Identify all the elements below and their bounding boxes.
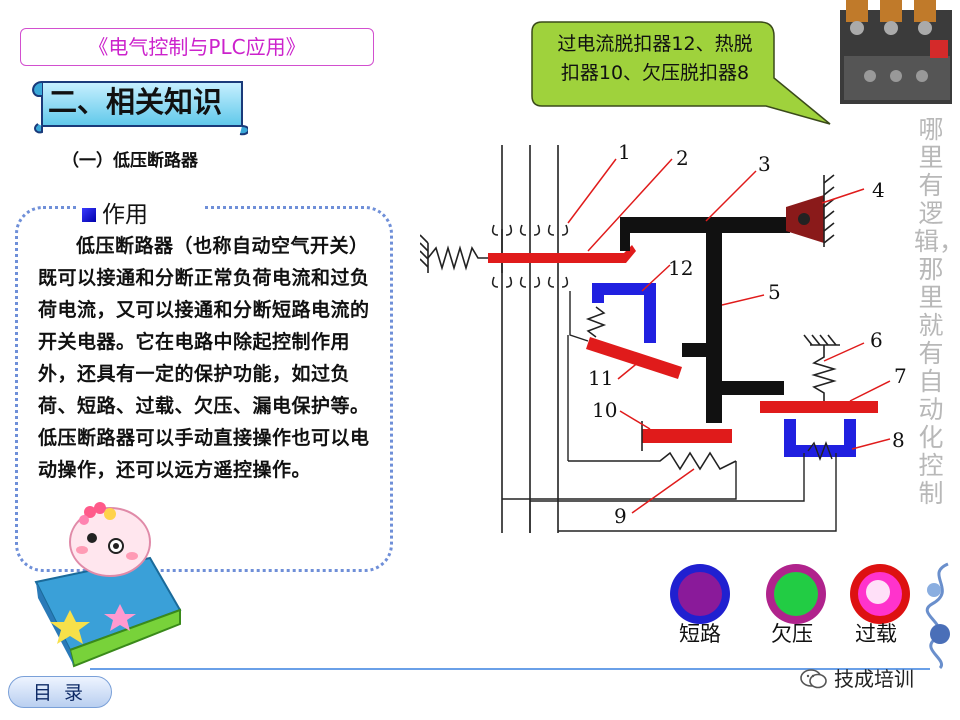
watermark-text: 技成培训 <box>834 667 914 691</box>
undervoltage-spring <box>803 334 840 401</box>
armature <box>586 337 682 379</box>
label-4: 4 <box>872 178 885 202</box>
description-header: 作用 <box>78 199 202 231</box>
label-12: 12 <box>668 256 693 280</box>
square-bullet-icon <box>82 208 96 222</box>
label-1: 1 <box>618 140 631 164</box>
mascot-book-illustration <box>34 502 182 668</box>
label-5: 5 <box>768 280 781 304</box>
overload-indicator[interactable] <box>848 562 912 626</box>
vertical-slogan: 哪里有逻辑，那里就有自动化控制 <box>914 115 960 508</box>
label-3: 3 <box>758 152 771 176</box>
thermal-release-bar <box>642 429 732 443</box>
footer-divider <box>90 668 930 670</box>
callout-text: 过电流脱扣器12、热脱扣器10、欠压脱扣器8 <box>557 33 753 84</box>
wechat-icon <box>800 669 827 689</box>
short-circuit-label: 短路 <box>679 622 721 646</box>
undervoltage-indicator[interactable] <box>764 562 828 626</box>
label-10: 10 <box>592 398 617 422</box>
label-11: 11 <box>588 366 613 390</box>
main-spring <box>420 234 488 273</box>
course-title: 《电气控制与PLC应用》 <box>20 28 374 66</box>
pivot-ground <box>823 174 835 247</box>
section-title: 二、相关知识 <box>48 85 223 119</box>
label-9: 9 <box>614 504 627 528</box>
section-banner <box>32 81 248 136</box>
subsection-title: （一）低压断路器 <box>62 151 198 171</box>
short-circuit-indicator[interactable] <box>668 562 732 626</box>
label-7: 7 <box>894 364 907 388</box>
label-6: 6 <box>870 328 883 352</box>
callout-bubble <box>531 21 831 125</box>
undervoltage-armature <box>760 401 878 413</box>
trip-shaft <box>706 217 722 423</box>
toc-button[interactable]: 目录 <box>8 676 112 708</box>
decorative-flourish <box>925 562 950 670</box>
circuit-breaker-diagram: 1 2 3 4 5 6 7 8 9 10 11 12 <box>420 140 907 533</box>
undervoltage-release <box>784 419 856 457</box>
overcurrent-release <box>592 283 656 343</box>
label-2: 2 <box>676 146 689 170</box>
main-contacts <box>491 224 569 288</box>
undervoltage-label: 欠压 <box>771 622 813 646</box>
label-8: 8 <box>892 428 905 452</box>
description-heading: 作用 <box>102 202 148 228</box>
heater-element <box>568 451 737 471</box>
power-lines <box>501 145 559 533</box>
main-contact-bar <box>488 245 636 263</box>
description-body: 低压断路器（也称自动空气开关）既可以接通和分断正常负荷电流和过负荷电流，又可以接… <box>38 235 370 481</box>
thermal-relay-image <box>840 0 952 104</box>
latch-bar <box>620 217 790 233</box>
overload-label: 过载 <box>855 622 897 646</box>
description-box <box>15 206 393 572</box>
leader-lines <box>567 158 891 514</box>
